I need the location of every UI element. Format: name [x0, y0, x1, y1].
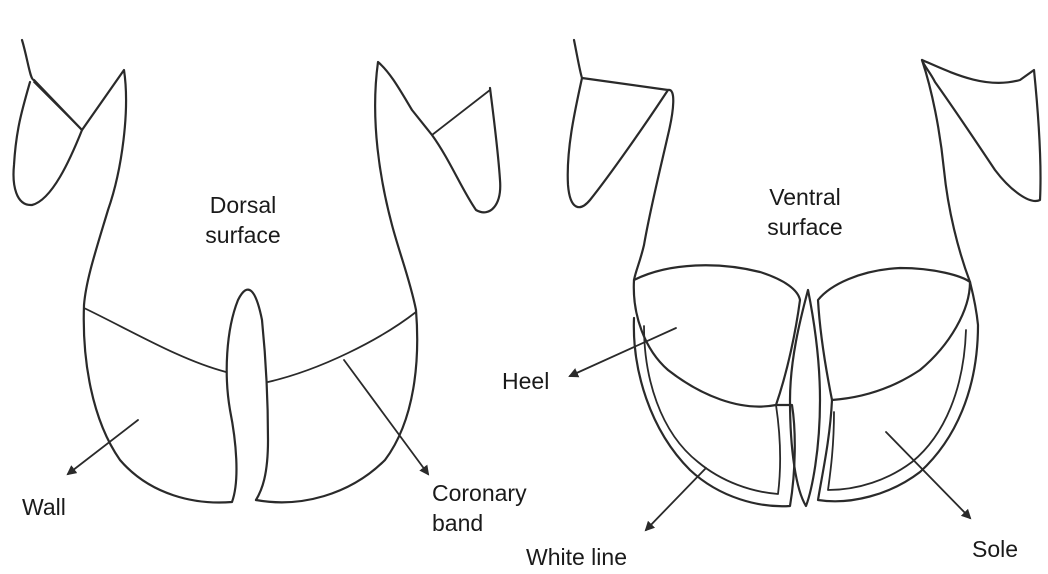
ventral-center-cleft: [790, 290, 820, 506]
dorsal-title-line1: Dorsal: [178, 190, 308, 220]
ventral-right-digit-outline: [922, 60, 970, 282]
dorsal-right-dewclaw-base: [432, 90, 490, 135]
ventral-view: [568, 40, 1041, 530]
dorsal-surface-title: Dorsal surface: [178, 190, 308, 250]
heel-arrow: [570, 328, 676, 376]
dorsal-left-dewclaw-base: [34, 82, 82, 130]
ventral-left-wall: [634, 318, 795, 506]
ventral-right-white-line: [828, 330, 966, 490]
white-line-label: White line: [526, 542, 627, 572]
wall-label: Wall: [22, 492, 66, 522]
ventral-left-dewclaw: [568, 40, 668, 207]
coronary-line2: band: [432, 508, 527, 538]
dorsal-left-digit: [82, 70, 268, 503]
ventral-left-digit-outline: [634, 90, 673, 280]
dorsal-right-coronary-band: [268, 312, 416, 382]
ventral-surface-title: Ventral surface: [740, 182, 870, 242]
coronary-band-label: Coronary band: [432, 478, 527, 538]
ventral-right-heel: [818, 268, 970, 400]
sole-label: Sole: [972, 534, 1018, 564]
ventral-title-line2: surface: [740, 212, 870, 242]
heel-label: Heel: [502, 366, 549, 396]
dorsal-view: [14, 40, 501, 503]
dorsal-left-dewclaw: [14, 40, 82, 205]
dorsal-title-line2: surface: [178, 220, 308, 250]
dorsal-right-digit: [256, 62, 500, 502]
coronary-line1: Coronary: [432, 478, 527, 508]
ventral-left-white-line: [644, 326, 780, 494]
white-line-arrow: [646, 468, 706, 530]
dorsal-left-coronary-band: [84, 308, 226, 372]
ventral-right-wall: [818, 282, 978, 501]
ventral-title-line1: Ventral: [740, 182, 870, 212]
